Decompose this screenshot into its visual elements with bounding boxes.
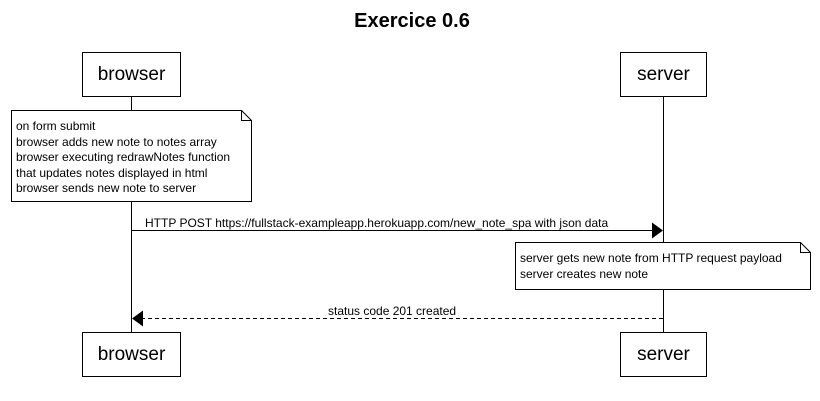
note-line: server creates new note — [520, 266, 649, 281]
note-line: browser executing redrawNotes function — [16, 150, 231, 164]
note-line: browser sends new note to server — [16, 181, 197, 195]
post-arrowhead — [652, 222, 663, 239]
browser-participant-label: browser — [97, 343, 166, 365]
diagram-title: Exercice 0.6 — [354, 10, 470, 32]
post-message-label: HTTP POST https://fullstack-exampleapp.h… — [145, 216, 609, 230]
server-participant-bottom: server — [620, 332, 707, 377]
server-note: server gets new note from HTTP request p… — [515, 242, 811, 290]
note-shape — [11, 110, 252, 202]
note-shape — [515, 242, 811, 290]
browser-participant-top: browser — [82, 52, 181, 97]
server-participant-top: server — [620, 52, 707, 97]
server-participant-label: server — [637, 343, 690, 365]
browser-note: on form submit browser adds new note to … — [11, 110, 252, 202]
response-arrowhead — [132, 310, 143, 327]
browser-participant-bottom: browser — [82, 332, 181, 377]
server-participant-label: server — [637, 63, 690, 85]
note-line: that updates notes displayed in html — [16, 165, 208, 180]
server-lifeline — [663, 96, 664, 332]
note-line: on form submit — [16, 119, 96, 133]
note-line: server gets new note from HTTP request p… — [520, 251, 782, 265]
note-line: browser adds new note to notes array — [16, 134, 217, 149]
browser-participant-label: browser — [97, 63, 166, 85]
browser-lifeline — [131, 96, 132, 332]
response-message-label: status code 201 created — [328, 304, 457, 318]
